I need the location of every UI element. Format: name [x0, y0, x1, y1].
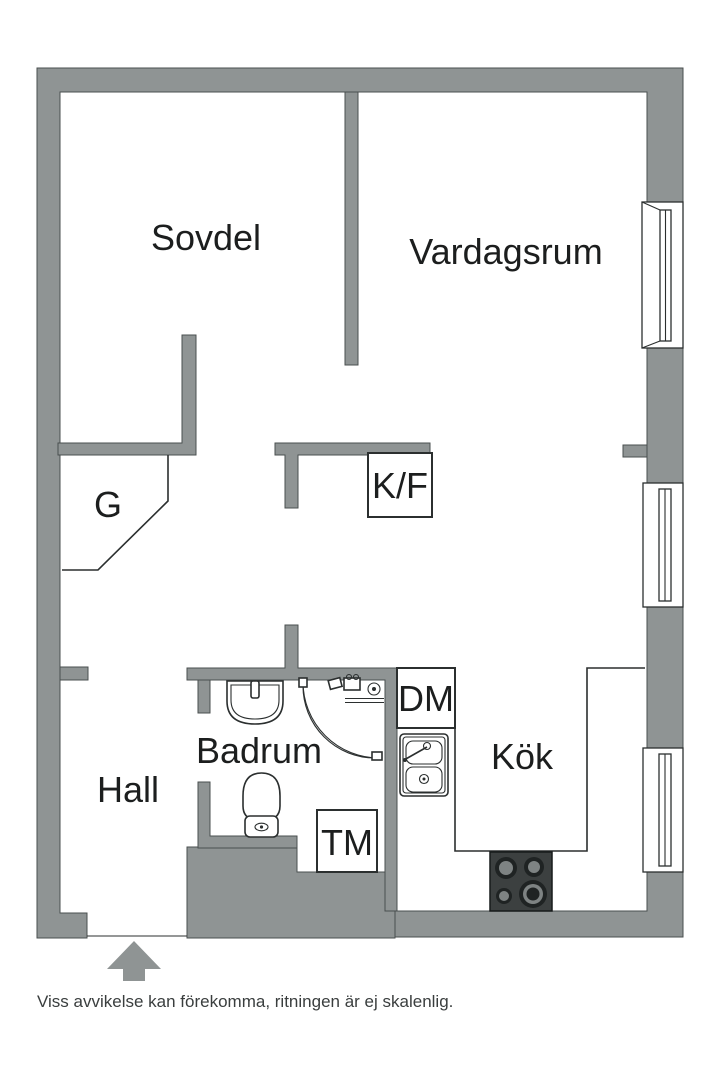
room-label-kok: Kök — [491, 736, 554, 777]
window-icon — [642, 482, 684, 608]
room-label-vardagsrum: Vardagsrum — [409, 231, 602, 272]
bathroom-left-wall-upper — [197, 679, 211, 714]
closet-outline — [62, 455, 169, 571]
windows — [641, 201, 684, 873]
dishwasher-box — [396, 667, 456, 729]
shower-icon — [298, 673, 384, 761]
fridge-freezer-box — [367, 452, 433, 518]
disclaimer-text: Viss avvikelse kan förekomma, ritningen … — [37, 992, 453, 1011]
bathroom-left-wall-lower — [197, 781, 298, 849]
entrance — [87, 935, 187, 981]
bathroom-fittings — [226, 673, 384, 838]
room-label-garderob: G — [94, 484, 122, 525]
room-label-sovdel: Sovdel — [151, 217, 261, 258]
appliance-label-dm: DM — [398, 678, 454, 719]
outer-wall-shell — [36, 67, 684, 939]
kitchen-sink-icon — [399, 733, 449, 797]
appliance-label-tm: TM — [321, 822, 373, 863]
kitchen-fittings — [396, 667, 645, 912]
fridge-recess-wall — [274, 442, 431, 509]
room-label-badrum: Badrum — [196, 730, 322, 771]
window-icon — [642, 747, 684, 873]
washing-machine-box — [316, 809, 378, 873]
right-wall-segment-2 — [646, 347, 684, 484]
bedroom-lower-wall — [57, 334, 197, 456]
livingroom-kitchen-wall-stub — [622, 444, 648, 458]
entrance-arrow-icon — [107, 941, 161, 981]
stove-icon — [489, 851, 553, 912]
room-labels: Sovdel Vardagsrum G K/F Hall Badrum Kök … — [94, 217, 603, 863]
toilet-icon — [242, 772, 281, 838]
room-label-hall: Hall — [97, 769, 159, 810]
right-wall-segment-3 — [646, 606, 684, 749]
counter-outline — [454, 667, 645, 852]
window-icon — [641, 201, 684, 349]
walls — [36, 67, 684, 939]
bedroom-livingroom-divider-wall — [344, 91, 359, 366]
bath-sink-icon — [226, 680, 284, 725]
hall-wall-stub — [59, 666, 89, 681]
appliance-label-kf: K/F — [372, 465, 428, 506]
